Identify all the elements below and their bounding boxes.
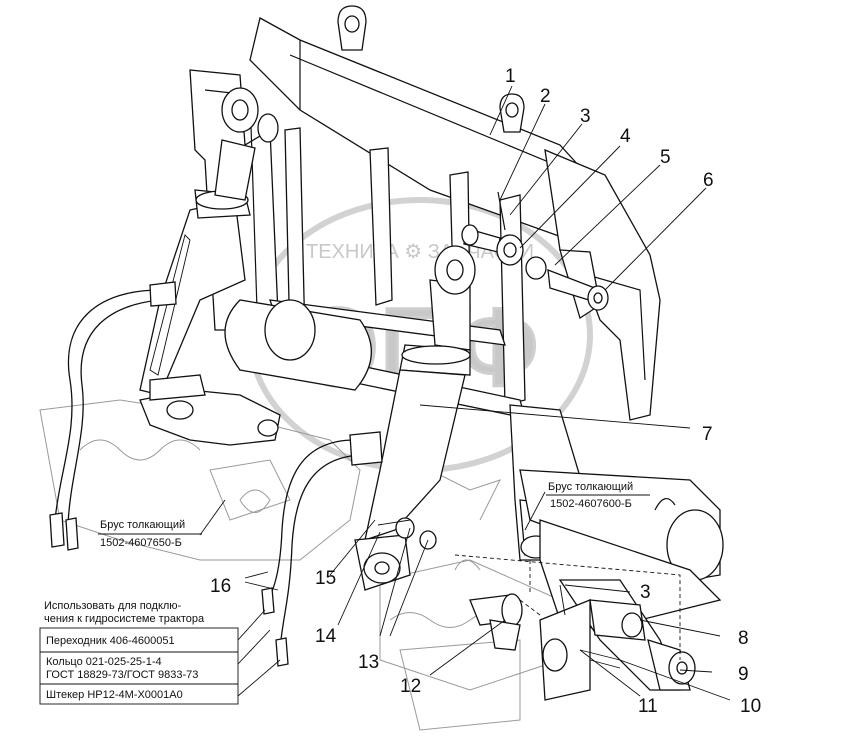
bracket-exploded [454, 554, 696, 701]
callout-3: 3 [580, 106, 591, 127]
callout-13: 13 [358, 652, 379, 673]
callout-11: 11 [638, 696, 658, 717]
hydraulic-hoses [49, 281, 383, 667]
callout-4: 4 [620, 126, 631, 147]
note-item-ring: Кольцо 021-025-25-1-4 [46, 656, 162, 668]
note-item-gost: ГОСТ 18829-73/ГОСТ 9833-73 [46, 669, 198, 681]
note-item-adapter: Переходник 406-4600051 [46, 635, 175, 647]
captions: Брус толкающий 1502-4607650-Б Брус толка… [98, 481, 650, 549]
note-line-1: Использовать для подклю- [44, 600, 182, 612]
callout-16: 16 [210, 576, 231, 597]
brus-left-code: 1502-4607650-Б [100, 537, 182, 549]
callout-5: 5 [660, 147, 671, 168]
left-hydraulic-cylinder [139, 87, 279, 401]
callout-15: 15 [315, 568, 336, 589]
callout-2: 2 [540, 86, 551, 107]
note-item-plug: Штекер НР12-4М-Х0001А0 [46, 689, 183, 701]
callouts: 1 2 3 4 5 6 7 3 8 9 10 11 12 13 14 15 16 [210, 66, 761, 717]
callout-10: 10 [740, 696, 761, 717]
brus-right-code: 1502-4607600-Б [550, 498, 632, 510]
brus-right-title: Брус толкающий [548, 481, 633, 493]
note-line-2: чения к гидросистеме трактора [44, 613, 205, 625]
brus-left-title: Брус толкающий [100, 519, 185, 531]
callout-14: 14 [315, 626, 337, 647]
callout-1: 1 [505, 66, 516, 87]
pin-assembly [461, 191, 609, 311]
leader-lines [199, 85, 731, 701]
callout-8: 8 [738, 628, 749, 649]
callout-12: 12 [400, 676, 421, 697]
middle-hydraulic-cylinder [354, 245, 476, 591]
callout-3-lower: 3 [640, 582, 651, 603]
callout-9: 9 [738, 664, 749, 685]
callout-6: 6 [703, 170, 714, 191]
callout-7: 7 [702, 424, 713, 445]
connection-note: Использовать для подклю- чения к гидроси… [39, 600, 239, 705]
